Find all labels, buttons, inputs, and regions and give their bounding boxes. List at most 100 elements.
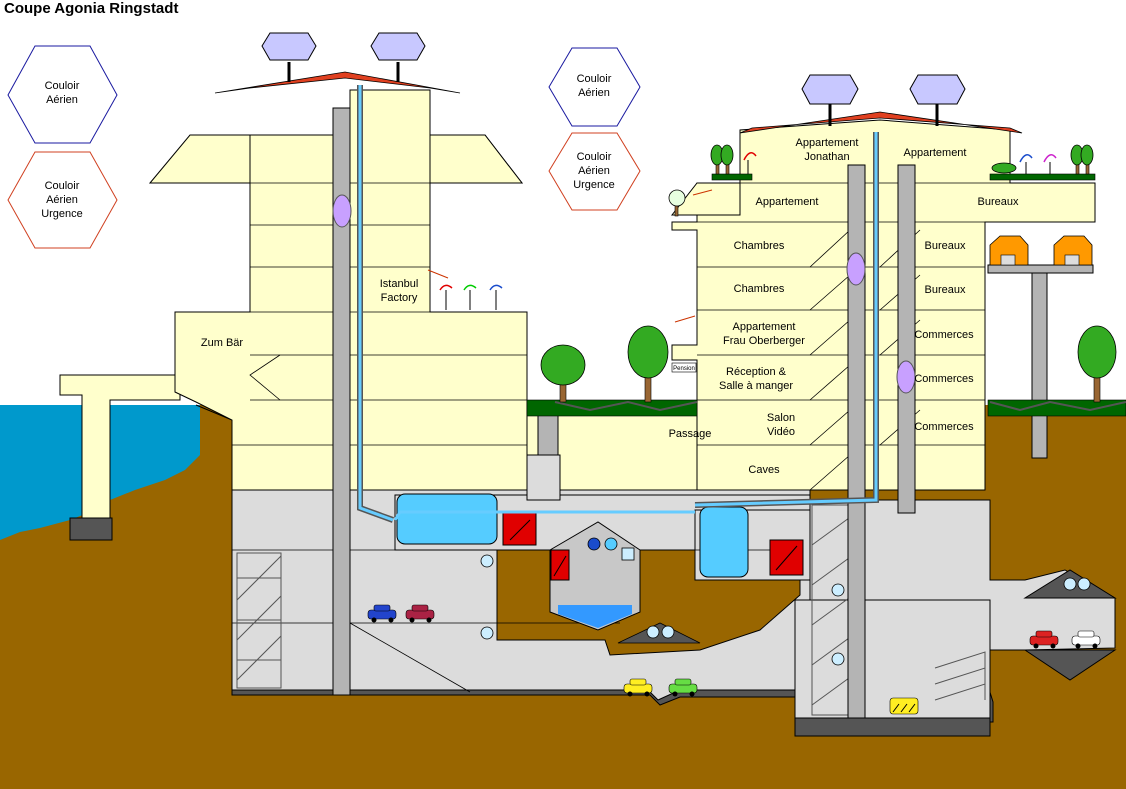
roof-trees-left — [710, 144, 757, 175]
right-elevator-shaft-1 — [847, 164, 866, 719]
electrical-box-2 — [550, 549, 570, 581]
car-red — [1029, 630, 1059, 649]
hex-couloir-blue-left — [7, 45, 118, 144]
car-green — [668, 678, 698, 697]
label-commerces-1: Commerces — [914, 329, 974, 341]
grass-center — [526, 399, 698, 417]
water-tank-left — [396, 493, 498, 545]
left-building-right-wing — [429, 134, 524, 184]
right-roof — [739, 111, 1023, 134]
diagram-title: Coupe Agonia Ringstadt — [4, 0, 179, 17]
right-building-body — [671, 119, 1096, 491]
dock-footing — [69, 517, 113, 541]
label-zum-bar: Zum Bär — [201, 337, 244, 349]
pump-valve-5 — [480, 554, 494, 568]
left-elevator-cabin — [332, 194, 352, 228]
hex-couloir-blue-center — [548, 47, 641, 127]
label-commerces-2: Commerces — [914, 373, 974, 385]
right-elevator-cabin-1 — [846, 252, 866, 286]
left-pipe — [358, 85, 394, 522]
label-appartement-left: Appartement — [756, 196, 819, 208]
car-maroon — [405, 604, 435, 623]
roof-trees-right — [991, 144, 1094, 175]
label-caves: Caves — [748, 464, 780, 476]
pump-valve-1 — [646, 625, 660, 639]
grass-right — [987, 399, 1126, 417]
center-underground-link — [526, 454, 561, 501]
left-elevator-shaft — [332, 107, 351, 696]
right-annex-platform — [987, 264, 1094, 274]
label-commerces-3: Commerces — [914, 421, 974, 433]
elevator-car-yellow — [889, 697, 919, 715]
main-pipe-run — [393, 510, 695, 521]
frau-sign — [674, 315, 696, 323]
label-passage: Passage — [669, 428, 712, 440]
water-tank-right — [699, 506, 749, 578]
pump-valve-6 — [480, 626, 494, 640]
tree-right — [1077, 325, 1117, 403]
balcony-sign — [692, 189, 713, 196]
roof-garden-left — [711, 173, 753, 181]
ramp-line-1 — [349, 622, 471, 693]
tree-center-2 — [627, 325, 669, 403]
cistern-pump-1 — [587, 537, 601, 551]
label-chambres-1: Chambres — [734, 240, 785, 252]
label-reception: Réception &Salle à manger — [719, 366, 793, 392]
electrical-box-1 — [502, 512, 537, 546]
label-bureaux-top: Bureaux — [978, 196, 1019, 208]
label-appartement-top-right: Appartement — [904, 147, 967, 159]
right-roof-antenna-2 — [909, 74, 966, 126]
pump-valve-2 — [661, 625, 675, 639]
label-chambres-2: Chambres — [734, 283, 785, 295]
right-annex-pillar — [1031, 272, 1048, 459]
annex-house-1 — [989, 235, 1029, 266]
left-roof-antenna-2 — [370, 32, 426, 82]
cistern-pump-2 — [604, 537, 618, 551]
stairs-left — [236, 552, 282, 689]
label-bureaux-2: Bureaux — [925, 284, 966, 296]
tree-center-1 — [540, 344, 586, 403]
right-pipe — [694, 132, 878, 507]
electrical-box-3 — [769, 539, 804, 576]
right-elevator-shaft-2 — [897, 164, 916, 514]
pump-valve-3 — [1063, 577, 1077, 591]
cistern-filter — [621, 547, 635, 561]
roof-garden-right — [989, 173, 1096, 181]
balcony-tree — [668, 189, 686, 217]
ramp-right — [934, 651, 986, 701]
left-roof — [214, 71, 461, 94]
pump-valve-8 — [831, 652, 845, 666]
terrace-dishes-left — [439, 284, 503, 310]
pension-sign: Pension — [673, 366, 695, 372]
car-police — [1071, 630, 1101, 649]
hex-couloir-red-center — [548, 132, 641, 211]
hex-couloir-red-left — [7, 151, 118, 249]
tunnel-right-bottom — [1023, 649, 1117, 681]
pump-valve-7 — [831, 583, 845, 597]
cistern — [549, 521, 641, 631]
left-roof-antenna-1 — [261, 32, 317, 82]
annex-house-2 — [1053, 235, 1093, 266]
garage-shaft-floor — [794, 717, 991, 737]
cistern-water — [558, 605, 632, 628]
right-elevator-cabin-2 — [896, 360, 916, 394]
istanbul-sign — [427, 269, 449, 279]
car-yellow — [623, 678, 653, 697]
pump-valve-4 — [1077, 577, 1091, 591]
label-bureaux-1: Bureaux — [925, 240, 966, 252]
car-blue — [367, 604, 397, 623]
grass-center-bumps — [554, 400, 698, 412]
grass-right-bumps — [989, 400, 1126, 412]
right-roof-antenna-1 — [801, 74, 859, 126]
pension-sign-box — [671, 362, 697, 373]
left-building-upper-wing — [148, 134, 251, 184]
